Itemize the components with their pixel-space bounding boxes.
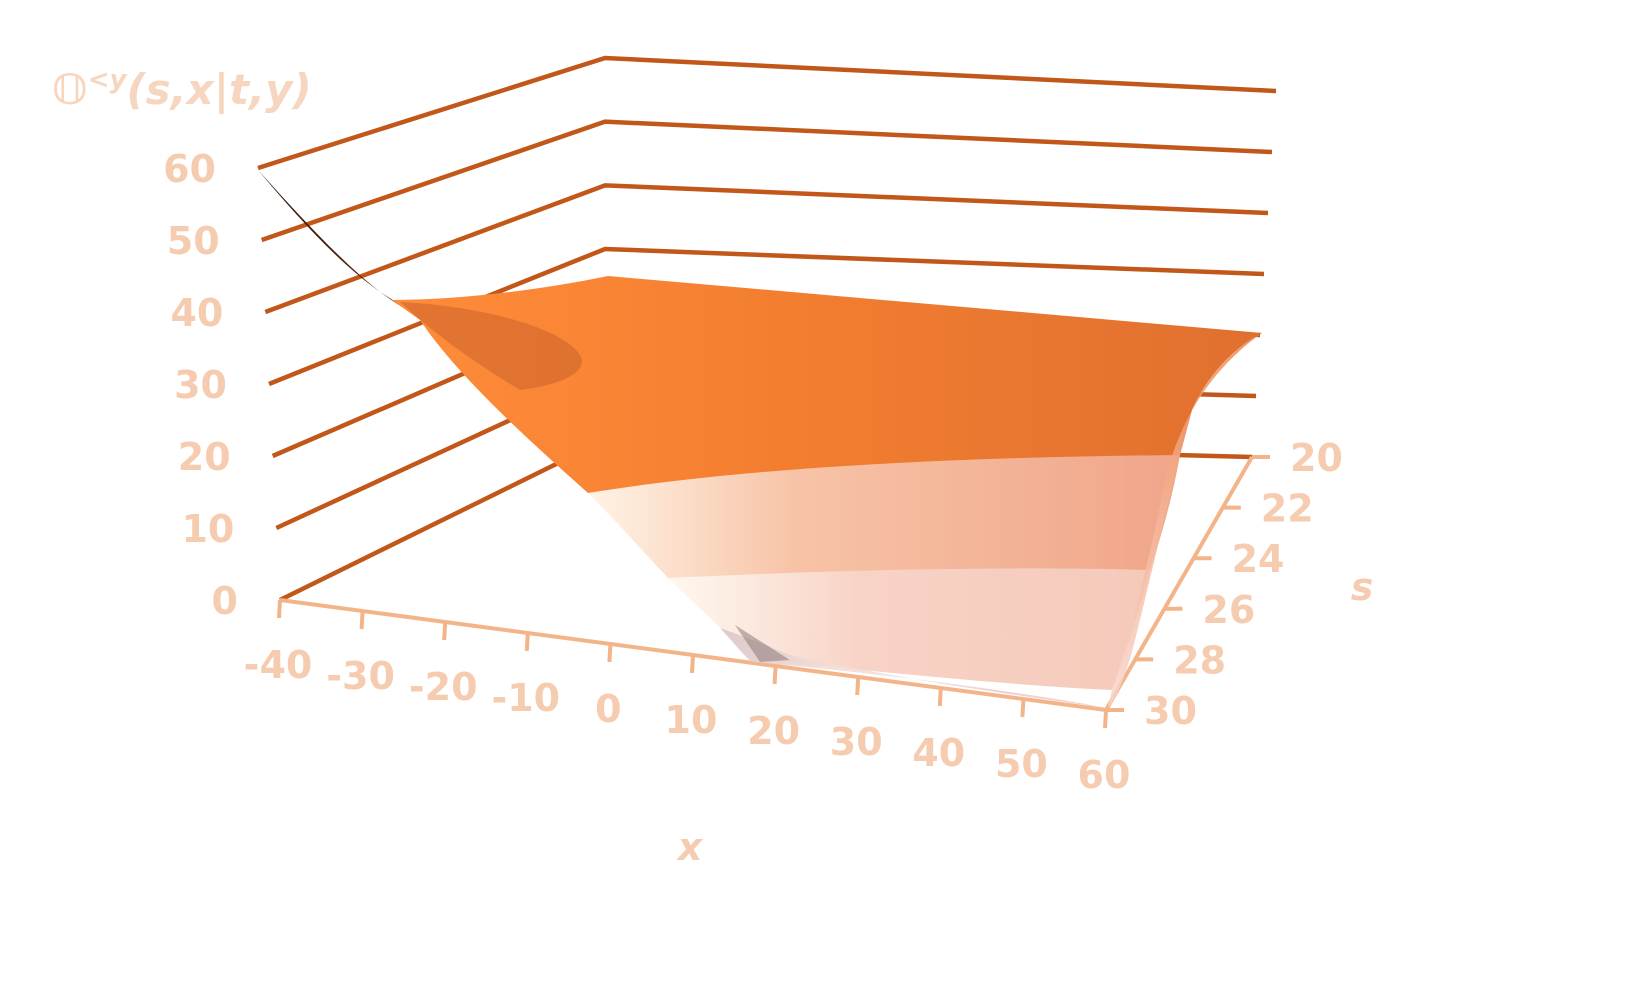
s-tick-label: 20	[1290, 436, 1343, 480]
z-axis-symbol: 𝕆	[52, 65, 88, 114]
z-tick-label: 40	[170, 291, 223, 335]
x-tick-label: 30	[830, 720, 883, 764]
surface-ridge	[400, 302, 582, 390]
z-tick-label: 30	[174, 363, 227, 407]
x-tick-label: 60	[1078, 753, 1131, 797]
surface-plateau	[392, 276, 1262, 493]
x-tick	[1103, 709, 1108, 729]
z-tick-label: 0	[212, 579, 238, 623]
z-axis-title: 𝕆<y(s,x|t,y)	[52, 65, 312, 114]
x-tick	[524, 632, 530, 652]
s-tick-label: 30	[1144, 689, 1197, 733]
x-axis-title: x	[676, 825, 704, 869]
x-tick-label: 40	[912, 731, 965, 775]
z-axis-args: (s,x|t,y)	[126, 65, 311, 114]
z-axis-superscript: <y	[88, 65, 128, 95]
z-tick-label: 10	[181, 507, 234, 551]
x-tick	[772, 665, 778, 685]
x-tick-label: 20	[747, 709, 800, 753]
surface-shadow-tip	[735, 625, 790, 662]
z-tick-label: 50	[167, 219, 220, 263]
s-tick-label: 22	[1261, 487, 1314, 531]
s-axis-line	[1104, 456, 1254, 711]
x-tick	[359, 610, 365, 630]
s-tick-label: 26	[1202, 588, 1255, 632]
x-tick	[937, 687, 943, 707]
x-tick-label: -30	[326, 654, 395, 698]
gridline-z-50	[260, 119, 1273, 243]
x-tick-label: -40	[244, 643, 313, 687]
labels: 0 10 20 30 40 50 60 -40 -30 -20 -10 0 10 20 30 40 50 60 20…	[52, 65, 1373, 869]
x-tick-label: 10	[665, 698, 718, 742]
x-tick	[690, 654, 695, 674]
s-axis-title: s	[1351, 565, 1374, 609]
x-tick	[442, 621, 448, 641]
axes	[277, 455, 1270, 729]
x-tick-label: -20	[409, 665, 478, 709]
x-tick-label: 50	[995, 742, 1048, 786]
surface	[258, 170, 1262, 708]
s-tick-label: 28	[1173, 638, 1226, 682]
x-tick-label: -10	[491, 676, 560, 720]
x-tick	[607, 643, 613, 663]
x-tick	[277, 599, 282, 619]
gridline-z-40	[264, 183, 1269, 315]
gridline-z-60	[257, 55, 1277, 171]
z-tick-label: 60	[163, 147, 216, 191]
x-tick-label: 0	[595, 687, 621, 731]
s-tick-label: 24	[1232, 537, 1285, 581]
x-tick	[855, 676, 861, 696]
gridline-z-30	[268, 246, 1265, 387]
x-tick	[1020, 698, 1026, 718]
surface-right-edge	[1108, 333, 1262, 708]
surface-band-mid	[588, 455, 1180, 578]
z-tick-label: 20	[178, 435, 231, 479]
